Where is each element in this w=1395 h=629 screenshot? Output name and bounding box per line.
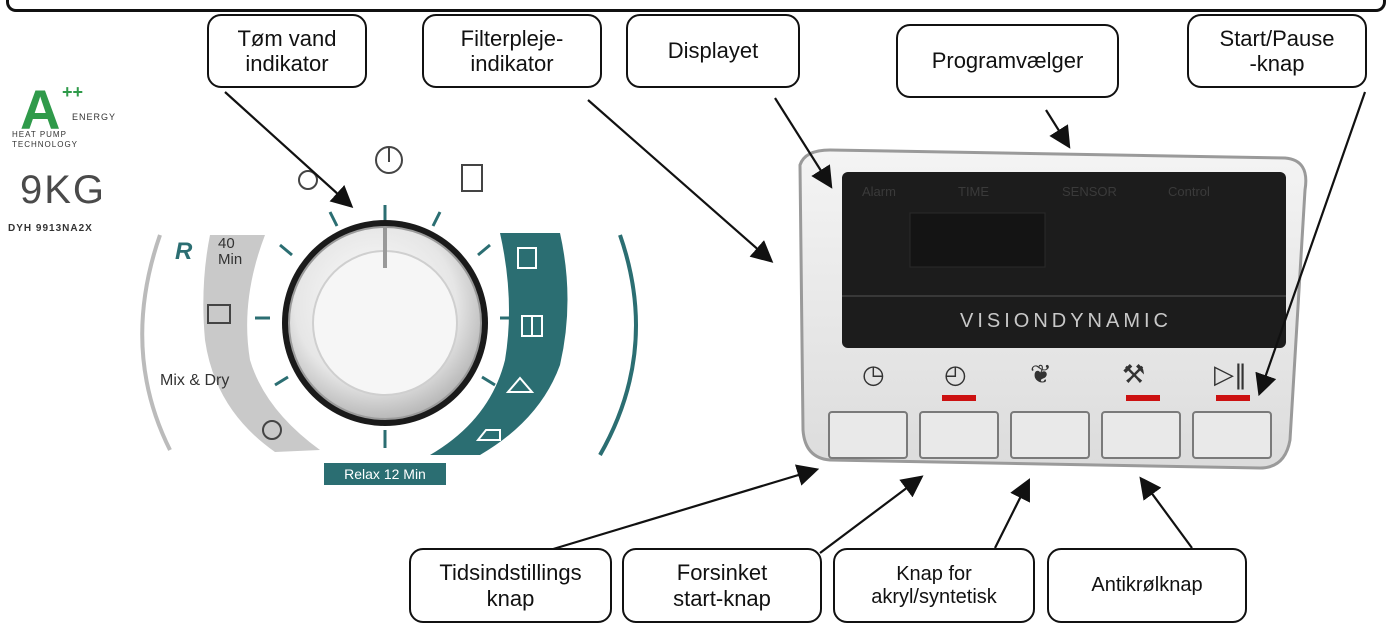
mix-dry-label: Mix & Dry — [160, 372, 230, 389]
arrow-timeset — [539, 464, 820, 555]
callout-time-setting: Tidsindstillings knap — [409, 548, 612, 623]
anti-crease-led — [1126, 395, 1160, 401]
callout-delay-start: Forsinket start-knap — [622, 548, 822, 623]
dial-ticks — [255, 205, 515, 448]
arrow-drain — [224, 91, 354, 208]
leaf-icon: ❦ — [1030, 360, 1052, 390]
prog-icon-wool — [262, 420, 282, 440]
delay-start-icon: ◴ — [944, 360, 967, 390]
panel-brand: VISIONDYNAMIC — [959, 310, 1173, 332]
callout-filter-indicator: Filterpleje- indikator — [422, 14, 602, 88]
callout-start-pause: Start/Pause -knap — [1187, 14, 1367, 88]
start-pause-button[interactable] — [1192, 411, 1272, 459]
program-band-right — [430, 233, 568, 455]
callout-acrylic-synthetic: Knap for akryl/syntetisk — [833, 548, 1035, 623]
program-knob-inner — [312, 250, 458, 396]
energy-plus: ++ — [62, 82, 84, 102]
relax-label: Relax 12 Min — [324, 463, 446, 485]
dial-filter-icon — [461, 164, 483, 192]
callout-anti-crease: Antikrølknap — [1047, 548, 1247, 623]
anti-crease-icon: ⚒ — [1122, 360, 1146, 390]
delay-start-button[interactable] — [919, 411, 999, 459]
quick-dry-symbol: R — [175, 238, 193, 265]
play-pause-icon: ▷‖ — [1214, 360, 1247, 390]
top-frame-edge — [6, 0, 1386, 12]
energy-word: ENERGY — [72, 112, 117, 122]
delay-start-led — [942, 395, 976, 401]
sensor-label: SENSOR — [1062, 184, 1117, 199]
outer-arc-right — [598, 234, 638, 456]
energy-class: A — [20, 78, 61, 141]
quick-dry-label: 40 Min — [218, 235, 243, 268]
heat-pump-label: HEAT PUMP TECHNOLOGY — [12, 130, 79, 150]
prog-icon-shirt — [517, 247, 537, 269]
arrow-startpause — [1255, 91, 1367, 397]
arrow-delay — [819, 475, 924, 554]
callout-display: Displayet — [626, 14, 800, 88]
dial-clock-icon — [298, 170, 318, 190]
program-band-left — [203, 235, 320, 452]
arrow-anticrease — [1139, 476, 1193, 549]
outer-arc-left — [140, 234, 172, 451]
prog-icon-iron — [475, 429, 501, 441]
control-label: Control — [1168, 184, 1210, 199]
arrow-display — [774, 97, 833, 189]
power-icon — [375, 146, 403, 174]
prog-icon-hanger — [505, 376, 535, 393]
callout-drain-indicator: Tøm vand indikator — [207, 14, 367, 88]
alarm-label: Alarm — [862, 184, 896, 199]
time-readout — [909, 212, 1046, 268]
anti-crease-button[interactable] — [1101, 411, 1181, 459]
prog-icon-cotton-shirt — [207, 304, 231, 324]
time-setting-button[interactable] — [828, 411, 908, 459]
model-number: DYH 9913NA2X — [8, 223, 93, 234]
start-pause-led — [1216, 395, 1250, 401]
arrow-filter — [587, 99, 774, 263]
callout-program-selector: Programvælger — [896, 24, 1119, 98]
arrow-acrylic — [994, 478, 1030, 549]
arrow-selector — [1045, 109, 1071, 149]
capacity-label: 9KG — [20, 168, 107, 212]
acrylic-synthetic-button[interactable] — [1010, 411, 1090, 459]
time-label: TIME — [958, 184, 990, 199]
clock-icon: ◷ — [862, 360, 885, 390]
